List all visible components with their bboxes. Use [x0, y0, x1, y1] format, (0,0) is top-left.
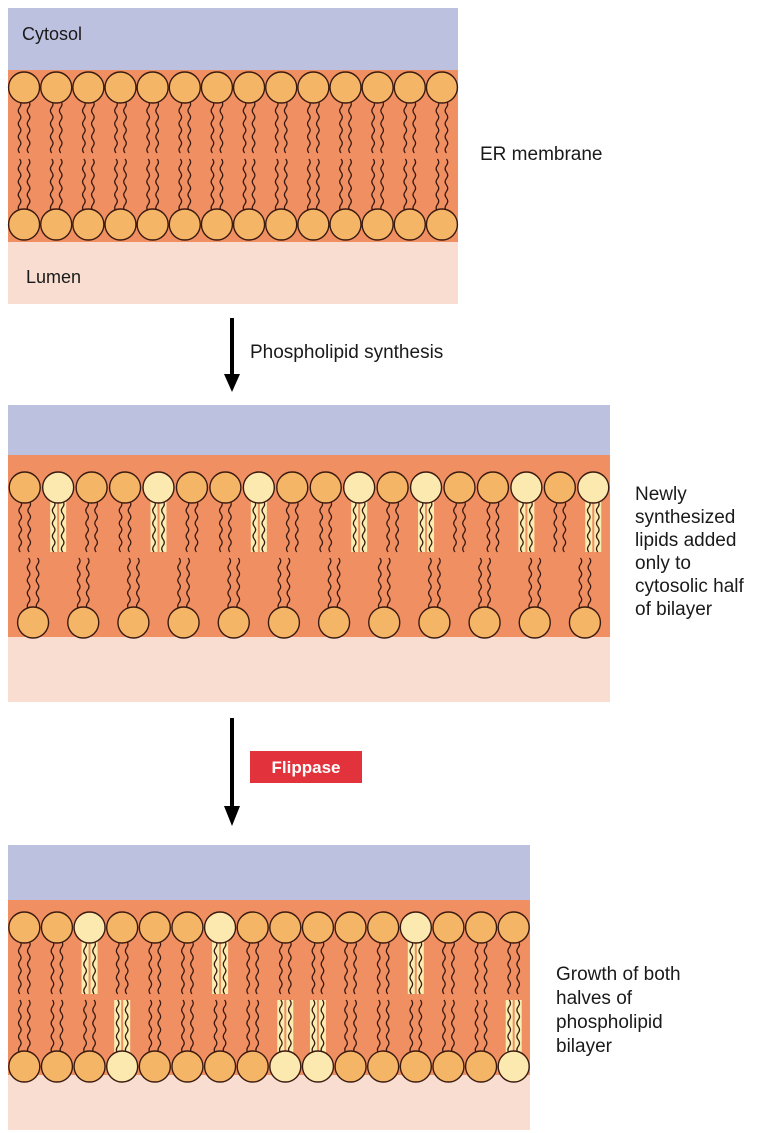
synthesis-step: Phospholipid synthesis	[224, 318, 443, 392]
label-line: cytosolic half	[635, 576, 744, 597]
cytosol-label: Cytosol	[22, 24, 82, 44]
flippase-step: Flippase	[224, 718, 362, 826]
label-line: ER membrane	[480, 144, 603, 165]
synthesis-label: Phospholipid synthesis	[250, 342, 443, 363]
lumen-region	[8, 1075, 530, 1130]
label-line: only to	[635, 553, 691, 574]
label-line: of bilayer	[635, 599, 713, 620]
label-line: bilayer	[556, 1036, 613, 1057]
label-line: halves of	[556, 988, 633, 1009]
label-line: Newly	[635, 484, 687, 505]
label-line: phospholipid	[556, 1012, 663, 1033]
panel-original-membrane: Cytosol Lumen ER membrane	[8, 8, 603, 304]
label-line: synthesized	[635, 507, 735, 528]
cytosol-region	[8, 845, 530, 900]
label-line: lipids added	[635, 530, 736, 551]
panel-after-flippase: Growth of both halves of phospholipid bilay…	[8, 845, 681, 1130]
down-arrow-head	[224, 806, 240, 826]
cytosol-region	[8, 405, 610, 455]
lumen-region	[8, 637, 610, 702]
label-line: Growth of both	[556, 964, 681, 985]
er-membrane-label: ER membrane	[480, 144, 603, 165]
flippase-label: Flippase	[272, 758, 341, 777]
down-arrow-head	[224, 374, 240, 392]
growth-of-both-halves-label: Growth of both halves of phospholipid bilay…	[556, 964, 681, 1057]
lumen-label: Lumen	[26, 267, 81, 287]
